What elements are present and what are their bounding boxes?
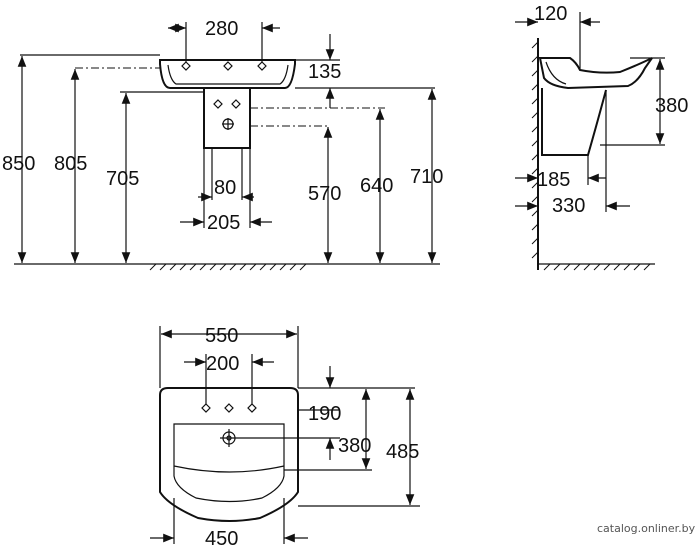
dim-tap-spacing: 280 — [205, 18, 238, 40]
dim-pedestal-base: 205 — [207, 212, 240, 234]
dim-wall-gap: 120 — [534, 3, 567, 25]
side-pedestal-outline — [541, 88, 607, 156]
dim-tap-to-drain: 190 — [308, 403, 341, 425]
basin-side-outline — [538, 57, 653, 90]
dim-bowl-depth: 380 — [338, 435, 371, 457]
dim-pedestal-offset: 185 — [537, 169, 570, 191]
drain-icon — [220, 429, 238, 447]
dim-bowl-height: 705 — [106, 168, 139, 190]
dim-pedestal-depth: 330 — [552, 195, 585, 217]
tap-hole-icon — [181, 61, 267, 71]
floor-hatch — [149, 263, 307, 271]
basin-top-outline — [159, 387, 299, 522]
dim-top-tap-spacing: 200 — [206, 353, 239, 375]
pedestal-outline — [203, 88, 251, 149]
top-view: 550 200 450 190 380 485 — [150, 325, 420, 547]
front-view: 280 135 80 205 850 805 705 570 640 — [2, 18, 443, 271]
dim-top-rim-height: 805 — [54, 153, 87, 175]
dim-overall-height: 850 — [2, 153, 35, 175]
dim-rim-offset: 135 — [308, 61, 341, 83]
dim-side-depth: 380 — [655, 95, 688, 117]
dim-overall-width: 550 — [205, 325, 238, 347]
dim-waste-height-1: 570 — [308, 183, 341, 205]
dim-bowl-front: 450 — [205, 528, 238, 547]
wall-hatch — [531, 41, 539, 259]
dim-waste-height-2: 640 — [360, 175, 393, 197]
bowl-outline — [173, 423, 285, 503]
dim-pedestal-width: 80 — [214, 177, 236, 199]
side-floor-hatch — [543, 263, 651, 271]
waste-symbols — [213, 99, 241, 130]
side-view: 120 380 185 330 — [515, 3, 688, 271]
top-tap-hole-icon — [201, 403, 257, 413]
dim-overall-depth: 485 — [386, 441, 419, 463]
basin-front-outline — [159, 59, 296, 89]
dim-waste-height-3: 710 — [410, 166, 443, 188]
watermark: catalog.onliner.by — [597, 522, 696, 535]
